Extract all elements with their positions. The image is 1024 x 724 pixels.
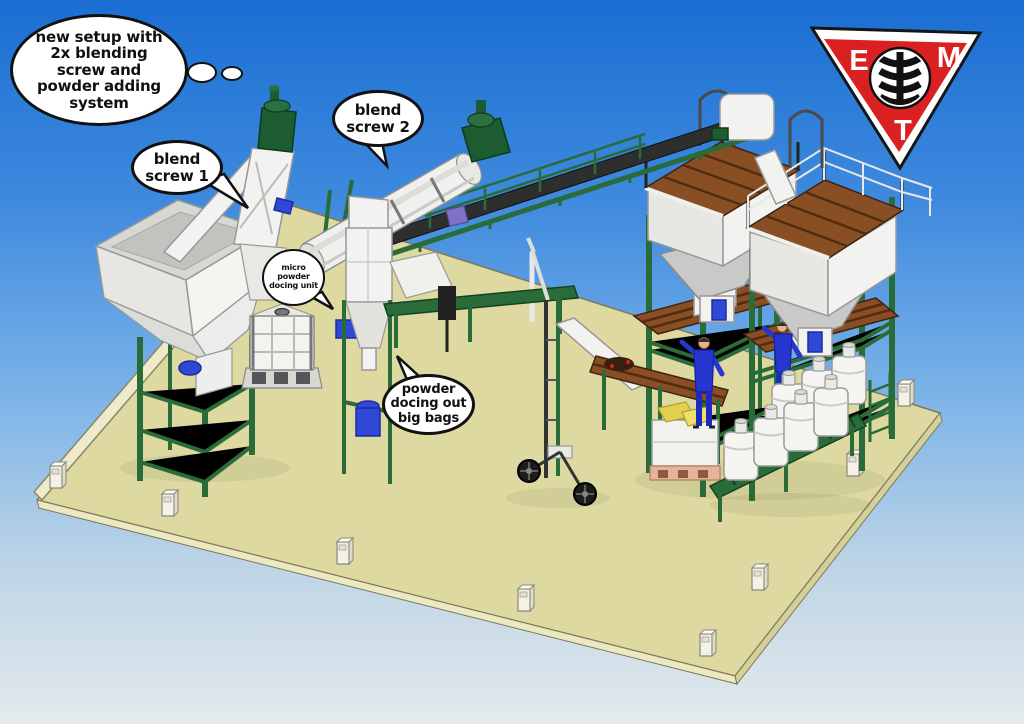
logo-letter-m: M	[937, 42, 961, 74]
micro-powder-dosing-unit	[335, 195, 580, 484]
thought-trail-bubble-small	[221, 66, 243, 81]
unit-funnel	[345, 301, 393, 349]
screw-motor-1	[257, 85, 297, 153]
purple-box	[445, 205, 469, 227]
big-bags-row	[708, 341, 868, 522]
control-box	[438, 286, 456, 320]
blue-outlet-valve	[178, 360, 202, 376]
trolley-wheel	[517, 459, 541, 483]
feed-hopper-unit	[94, 85, 301, 497]
bag-out-conveyor	[554, 317, 729, 464]
screw-motor-2	[461, 100, 511, 163]
access-ladder	[868, 372, 892, 442]
blend-screw-2-label: blend screw 2	[346, 101, 410, 136]
pallet-with-bags	[649, 401, 721, 481]
trolley-wheel	[573, 482, 597, 506]
blue-dosing-pump	[355, 407, 381, 437]
unit-head	[348, 195, 389, 233]
bag-on-belt	[604, 357, 634, 371]
blue-fill-valve	[807, 331, 823, 353]
hopper-outlet	[195, 347, 233, 397]
micro-powder-label: micro powder docing unit	[269, 263, 318, 290]
ibc-lid	[274, 307, 290, 317]
powder-out-bubble: powder docing out big bags	[382, 374, 475, 435]
powder-out-label: powder docing out big bags	[390, 382, 467, 426]
micro-powder-bubble: micro powder docing unit	[262, 249, 325, 306]
blue-inlet-part	[273, 197, 294, 215]
head-drum-housing	[719, 93, 775, 141]
logo-letter-t: T	[894, 115, 912, 147]
discharge-chute	[753, 149, 798, 205]
blend-screw-2-bubble: blend screw 2	[332, 90, 424, 147]
logo-letter-e: E	[849, 45, 868, 77]
top-railing	[747, 146, 933, 228]
thought-bubble: new setup with 2x blending screw and pow…	[10, 14, 188, 126]
thought-trail-bubble-large	[187, 62, 217, 83]
unit-column	[345, 227, 393, 303]
emt-logo: E M T	[809, 26, 983, 171]
auger-screw-icon	[878, 52, 922, 105]
blend-screw-1-bubble: blend screw 1	[131, 140, 223, 195]
blue-fill-valve	[711, 299, 727, 321]
ibc-container	[241, 303, 323, 389]
blend-screw-1-label: blend screw 1	[145, 150, 209, 185]
worker-1	[679, 337, 725, 429]
thought-bubble-text: new setup with 2x blending screw and pow…	[35, 27, 163, 112]
hopper-stand	[137, 323, 255, 497]
base-beam	[382, 285, 580, 317]
outlet-pipe	[361, 347, 377, 371]
